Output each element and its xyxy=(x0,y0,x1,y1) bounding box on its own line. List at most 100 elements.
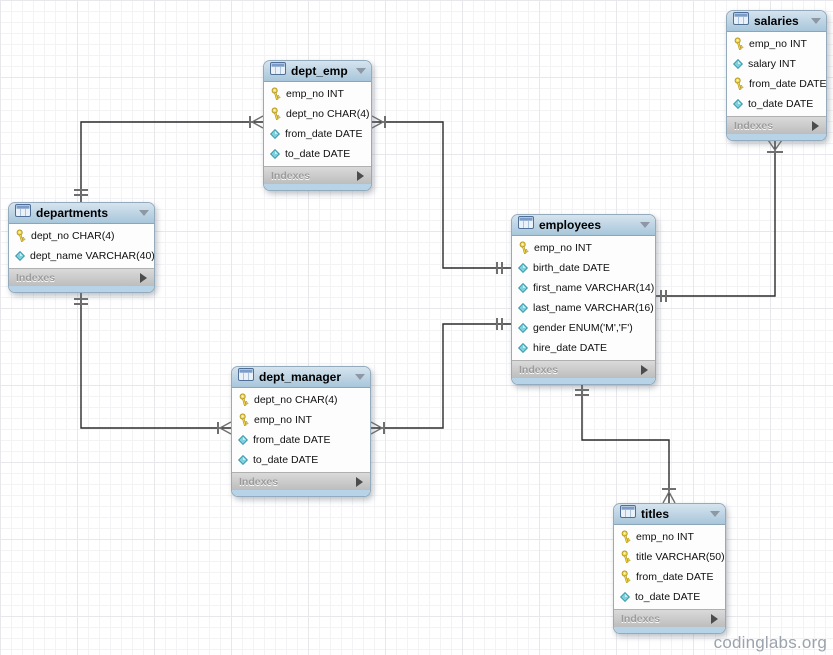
table-footer-strip xyxy=(727,134,826,140)
collapse-arrow-icon[interactable] xyxy=(640,222,650,228)
indexes-row[interactable]: Indexes xyxy=(264,166,371,184)
table-header[interactable]: dept_emp xyxy=(264,61,371,82)
table-footer-strip xyxy=(264,184,371,190)
table-header[interactable]: dept_manager xyxy=(232,367,370,388)
expand-arrow-icon xyxy=(641,364,648,375)
rel-departments-dept_manager[interactable] xyxy=(74,292,232,435)
key-icon xyxy=(733,37,744,51)
key-icon xyxy=(620,550,631,564)
rel-employees-dept_emp[interactable] xyxy=(371,115,511,274)
key-icon xyxy=(238,413,249,427)
collapse-arrow-icon[interactable] xyxy=(355,374,365,380)
table-title: employees xyxy=(539,218,602,232)
table-footer-strip xyxy=(614,627,725,633)
expand-arrow-icon xyxy=(812,120,819,131)
diamond-icon xyxy=(518,343,528,353)
diamond-icon xyxy=(733,59,743,69)
diamond-icon xyxy=(238,455,248,465)
diamond-icon xyxy=(15,251,25,261)
key-icon xyxy=(270,87,281,101)
table-footer-strip xyxy=(232,490,370,496)
watermark: codinglabs.org xyxy=(713,633,827,652)
key-icon xyxy=(270,107,281,121)
table-icon xyxy=(733,12,749,30)
table-icon xyxy=(238,368,254,386)
expand-arrow-icon xyxy=(356,476,363,487)
diamond-icon xyxy=(518,303,528,313)
diamond-icon xyxy=(620,592,630,602)
table-title: dept_manager xyxy=(259,370,342,384)
collapse-arrow-icon[interactable] xyxy=(356,68,366,74)
indexes-row[interactable]: Indexes xyxy=(9,268,154,286)
indexes-row[interactable]: Indexes xyxy=(727,116,826,134)
indexes-row[interactable]: Indexes xyxy=(512,360,655,378)
table-title: dept_emp xyxy=(291,64,348,78)
diamond-icon xyxy=(733,99,743,109)
collapse-arrow-icon[interactable] xyxy=(710,511,720,517)
table-icon xyxy=(518,216,534,234)
diamond-icon xyxy=(270,129,280,139)
table-icon xyxy=(15,204,31,222)
rel-departments-dept_emp[interactable] xyxy=(74,115,264,202)
table-footer-strip xyxy=(9,286,154,292)
rel-employees-titles[interactable] xyxy=(575,384,676,504)
table-title: salaries xyxy=(754,14,799,28)
rel-employees-salaries[interactable] xyxy=(656,139,783,302)
collapse-arrow-icon[interactable] xyxy=(139,210,149,216)
diamond-icon xyxy=(238,435,248,445)
expand-arrow-icon xyxy=(140,272,147,283)
table-header[interactable]: salaries xyxy=(727,11,826,32)
table-header[interactable]: departments xyxy=(9,203,154,224)
key-icon xyxy=(733,77,744,91)
table-icon xyxy=(620,505,636,523)
table-title: departments xyxy=(36,206,109,220)
collapse-arrow-icon[interactable] xyxy=(811,18,821,24)
key-icon xyxy=(518,241,529,255)
key-icon xyxy=(15,229,26,243)
table-header[interactable]: employees xyxy=(512,215,655,236)
key-icon xyxy=(620,570,631,584)
table-header[interactable]: titles xyxy=(614,504,725,525)
table-title: titles xyxy=(641,507,670,521)
key-icon xyxy=(238,393,249,407)
expand-arrow-icon xyxy=(711,613,718,624)
indexes-row[interactable]: Indexes xyxy=(614,609,725,627)
diamond-icon xyxy=(518,323,528,333)
indexes-row[interactable]: Indexes xyxy=(232,472,370,490)
table-footer-strip xyxy=(512,378,655,384)
key-icon xyxy=(620,530,631,544)
rel-employees-dept_manager[interactable] xyxy=(370,318,511,435)
diamond-icon xyxy=(518,283,528,293)
expand-arrow-icon xyxy=(357,170,364,181)
